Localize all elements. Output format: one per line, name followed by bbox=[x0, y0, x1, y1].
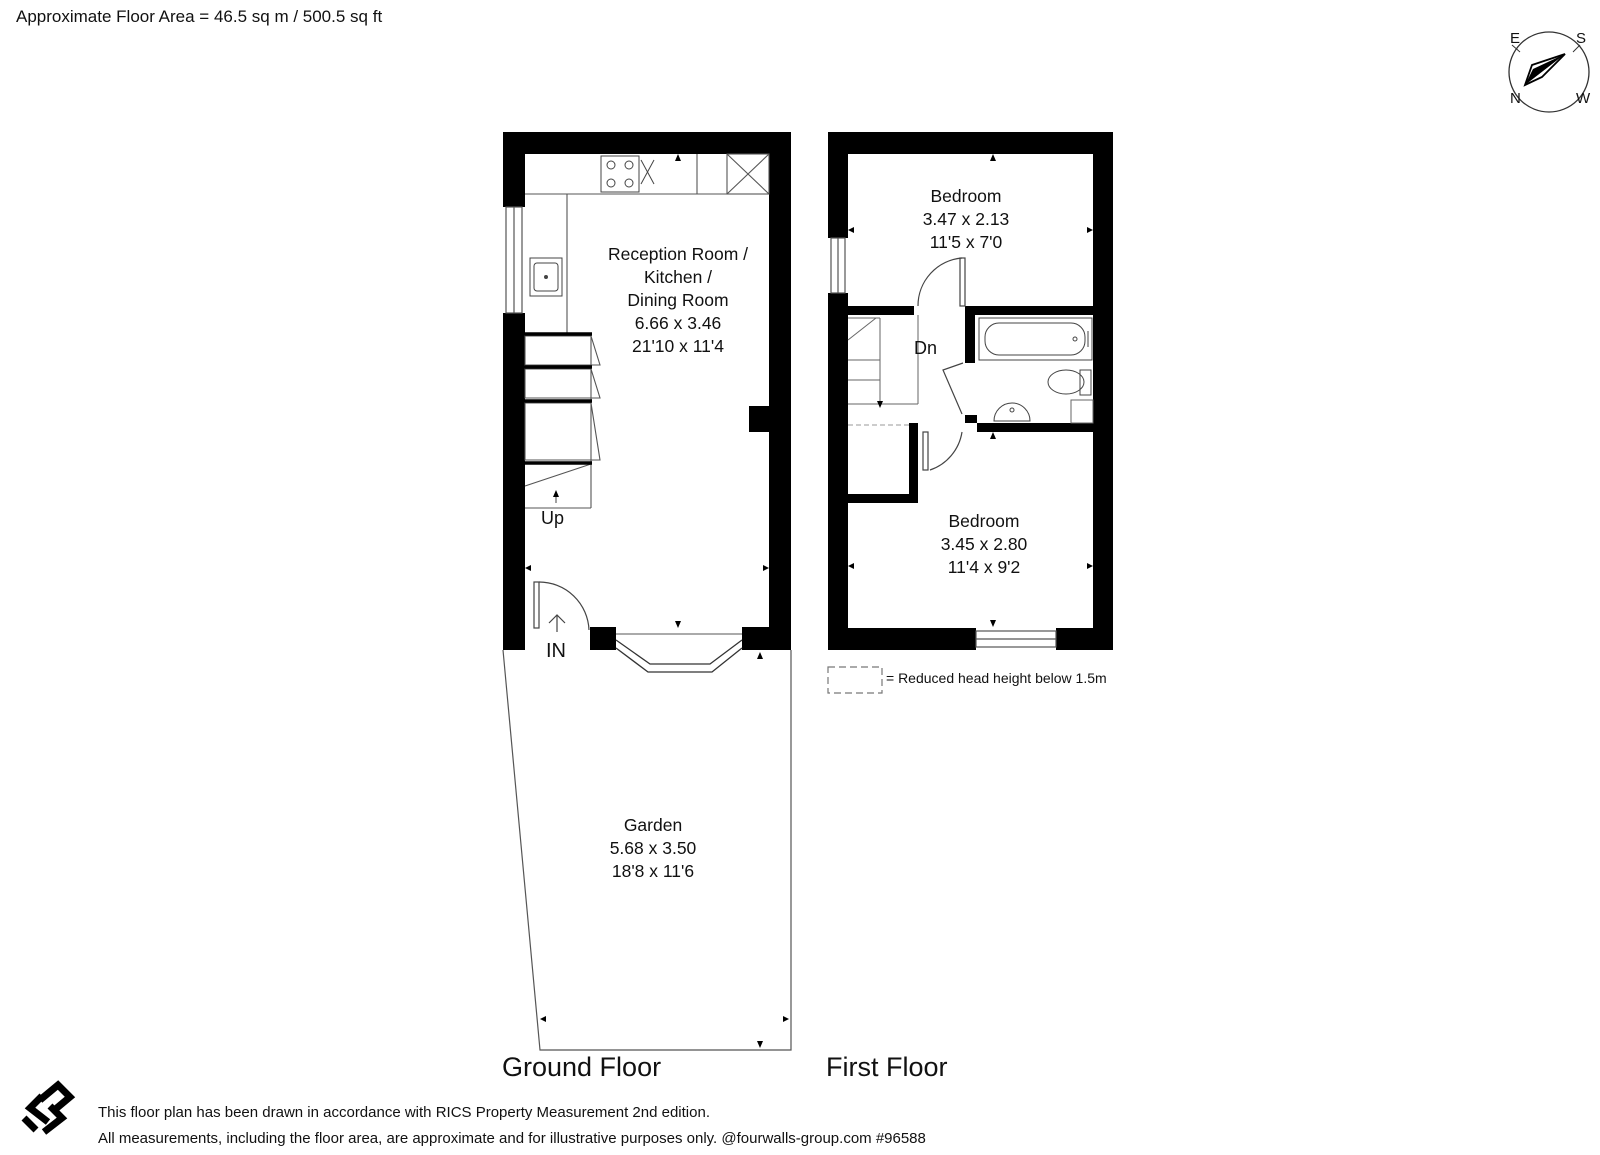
stair-south-wall bbox=[848, 494, 918, 503]
reduced-height-legend-symbol bbox=[827, 666, 883, 694]
first-floor-plan bbox=[827, 132, 1113, 694]
compass-west: W bbox=[1576, 90, 1591, 107]
compass-icon bbox=[1508, 31, 1590, 113]
hob bbox=[600, 155, 655, 193]
compass-south: S bbox=[1576, 30, 1587, 47]
first-south-wall-left bbox=[828, 628, 976, 650]
footer-rics-note: This floor plan has been drawn in accord… bbox=[98, 1104, 710, 1121]
bathroom-north-wall bbox=[965, 306, 1093, 315]
floor-area-text: Approximate Floor Area = 46.5 sq m / 500… bbox=[16, 7, 383, 26]
ground-east-wall bbox=[769, 132, 791, 650]
reception-room-label: Reception Room / Kitchen / Dining Room 6… bbox=[607, 244, 749, 356]
bathroom-west-wall-bottom bbox=[965, 415, 977, 423]
bathroom-cupboard bbox=[1070, 399, 1094, 424]
basin bbox=[993, 402, 1031, 422]
ground-chimney bbox=[749, 406, 771, 432]
stairs-up-label: Up bbox=[541, 508, 565, 528]
first-west-wall-top bbox=[828, 132, 848, 238]
first-west-window bbox=[830, 237, 846, 294]
footer-disclaimer: All measurements, including the floor ar… bbox=[98, 1130, 926, 1147]
landing-wall bbox=[848, 306, 914, 315]
ground-floor-plan bbox=[502, 132, 792, 1051]
fourwalls-logo-icon bbox=[21, 1080, 76, 1135]
kitchen-sink bbox=[529, 257, 563, 297]
first-south-window bbox=[975, 630, 1057, 648]
first-measure-markers bbox=[848, 154, 1093, 627]
compass-east: E bbox=[1510, 30, 1521, 47]
bedroom-2-label: Bedroom 3.45 x 2.80 11'4 x 9'2 bbox=[940, 511, 1028, 577]
ground-measure-markers bbox=[525, 154, 769, 628]
ground-floor-title: Ground Floor bbox=[502, 1052, 662, 1082]
bedroom-1-label: Bedroom 3.47 x 2.13 11'5 x 7'0 bbox=[922, 186, 1010, 252]
entrance-door bbox=[533, 581, 590, 632]
compass-north: N bbox=[1510, 90, 1521, 107]
first-staircase bbox=[847, 315, 919, 426]
bathroom-south-wall bbox=[977, 423, 1093, 432]
stair-wall bbox=[909, 423, 918, 503]
first-west-wall-bottom bbox=[828, 293, 848, 650]
toilet bbox=[1047, 369, 1092, 396]
ground-south-wall-left bbox=[590, 627, 616, 650]
kitchen-units bbox=[525, 153, 770, 333]
garden-outline bbox=[502, 649, 792, 1051]
bath bbox=[978, 317, 1093, 361]
reduced-height-legend: = Reduced head height below 1.5m bbox=[886, 670, 1107, 686]
bay-window bbox=[615, 633, 743, 673]
ground-west-wall-bottom bbox=[503, 313, 525, 650]
ground-north-wall bbox=[503, 132, 791, 154]
garden-label: Garden 5.68 x 3.50 18'8 x 11'6 bbox=[609, 815, 697, 881]
first-south-wall-right bbox=[1056, 628, 1113, 650]
garden-measure-markers bbox=[540, 652, 789, 1048]
entrance-label: IN bbox=[546, 640, 566, 662]
ground-west-window bbox=[505, 206, 523, 314]
bathroom-west-wall-top bbox=[965, 315, 975, 363]
first-floor-title: First Floor bbox=[826, 1052, 948, 1082]
first-east-wall bbox=[1093, 132, 1113, 650]
ground-staircase bbox=[524, 333, 601, 509]
ground-west-wall-top bbox=[503, 132, 525, 207]
ground-south-wall-right bbox=[742, 627, 771, 650]
first-north-wall bbox=[828, 132, 1113, 154]
stairs-down-label: Dn bbox=[914, 338, 938, 358]
first-floor-doors bbox=[917, 257, 966, 471]
